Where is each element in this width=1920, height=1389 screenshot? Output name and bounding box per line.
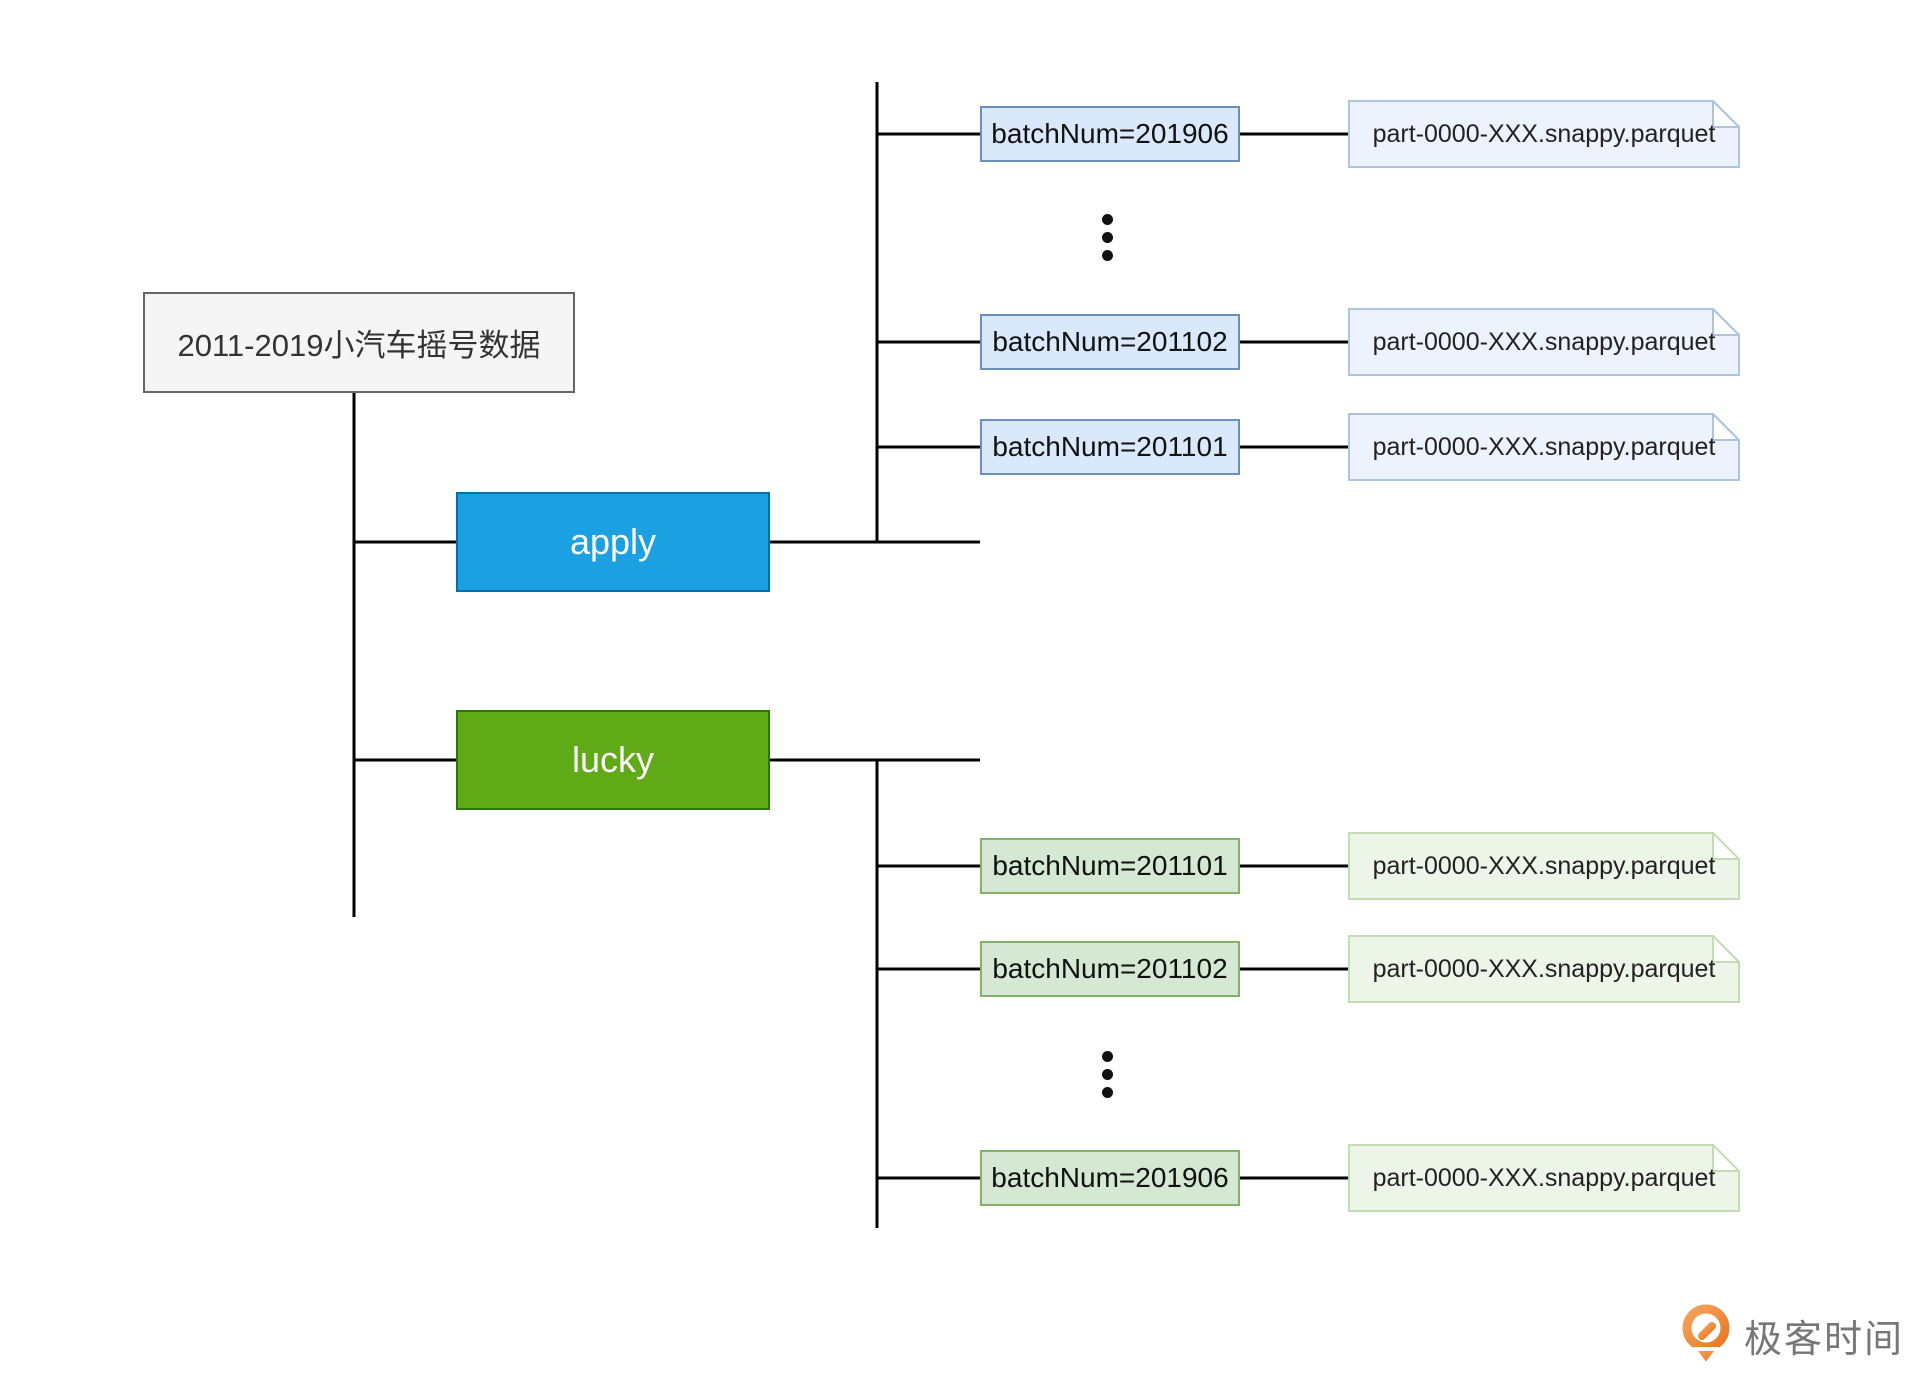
root-node-label: 2011-2019小汽车摇号数据 <box>177 328 541 363</box>
lucky-node-label: lucky <box>571 739 655 780</box>
note-shape-icon <box>1348 832 1740 900</box>
batch-node: batchNum=201906 <box>980 1150 1240 1206</box>
batch-node-label: batchNum=201101 <box>992 431 1228 462</box>
batch-node-label: batchNum=201102 <box>992 326 1228 357</box>
batch-node-label: batchNum=201906 <box>991 118 1229 149</box>
ellipsis-dots <box>1101 1051 1113 1098</box>
batch-node: batchNum=201101 <box>980 419 1240 475</box>
parquet-note-label: part-0000-XXX.snappy.parquet <box>1372 851 1716 880</box>
parquet-note-label: part-0000-XXX.snappy.parquet <box>1372 954 1716 983</box>
dot-icon <box>1101 214 1113 225</box>
parquet-note: part-0000-XXX.snappy.parquet <box>1348 413 1740 481</box>
note-shape-icon <box>1348 935 1740 1003</box>
dot-icon <box>1101 1087 1113 1098</box>
geektime-logo-icon <box>1682 1304 1730 1367</box>
batch-node-label: batchNum=201101 <box>992 850 1228 881</box>
apply-node: apply <box>456 492 770 592</box>
dot-icon <box>1101 250 1113 261</box>
batch-node: batchNum=201101 <box>980 838 1240 894</box>
parquet-note: part-0000-XXX.snappy.parquet <box>1348 832 1740 900</box>
batch-node: batchNum=201102 <box>980 941 1240 997</box>
parquet-note: part-0000-XXX.snappy.parquet <box>1348 308 1740 376</box>
dot-icon <box>1101 232 1113 243</box>
parquet-note-label: part-0000-XXX.snappy.parquet <box>1372 327 1716 356</box>
batch-node-label: batchNum=201102 <box>992 953 1228 984</box>
note-shape-icon <box>1348 1144 1740 1212</box>
parquet-note: part-0000-XXX.snappy.parquet <box>1348 935 1740 1003</box>
dot-icon <box>1101 1069 1113 1080</box>
root-node: 2011-2019小汽车摇号数据 <box>143 292 575 393</box>
lucky-node: lucky <box>456 710 770 810</box>
parquet-note: part-0000-XXX.snappy.parquet <box>1348 1144 1740 1212</box>
note-shape-icon <box>1348 100 1740 168</box>
note-shape-icon <box>1348 308 1740 376</box>
batch-node-label: batchNum=201906 <box>991 1162 1229 1193</box>
parquet-note: part-0000-XXX.snappy.parquet <box>1348 100 1740 168</box>
batch-node: batchNum=201906 <box>980 106 1240 162</box>
parquet-note-label: part-0000-XXX.snappy.parquet <box>1372 119 1716 148</box>
note-shape-icon <box>1348 413 1740 481</box>
dot-icon <box>1101 1051 1113 1062</box>
parquet-note-label: part-0000-XXX.snappy.parquet <box>1372 1163 1716 1192</box>
ellipsis-dots <box>1101 214 1113 261</box>
apply-node-label: apply <box>569 521 657 562</box>
geektime-logo: 极客时间 <box>1680 1300 1904 1370</box>
parquet-note-label: part-0000-XXX.snappy.parquet <box>1372 432 1716 461</box>
geektime-logo-text: 极客时间 <box>1744 1318 1905 1361</box>
batch-node: batchNum=201102 <box>980 314 1240 370</box>
